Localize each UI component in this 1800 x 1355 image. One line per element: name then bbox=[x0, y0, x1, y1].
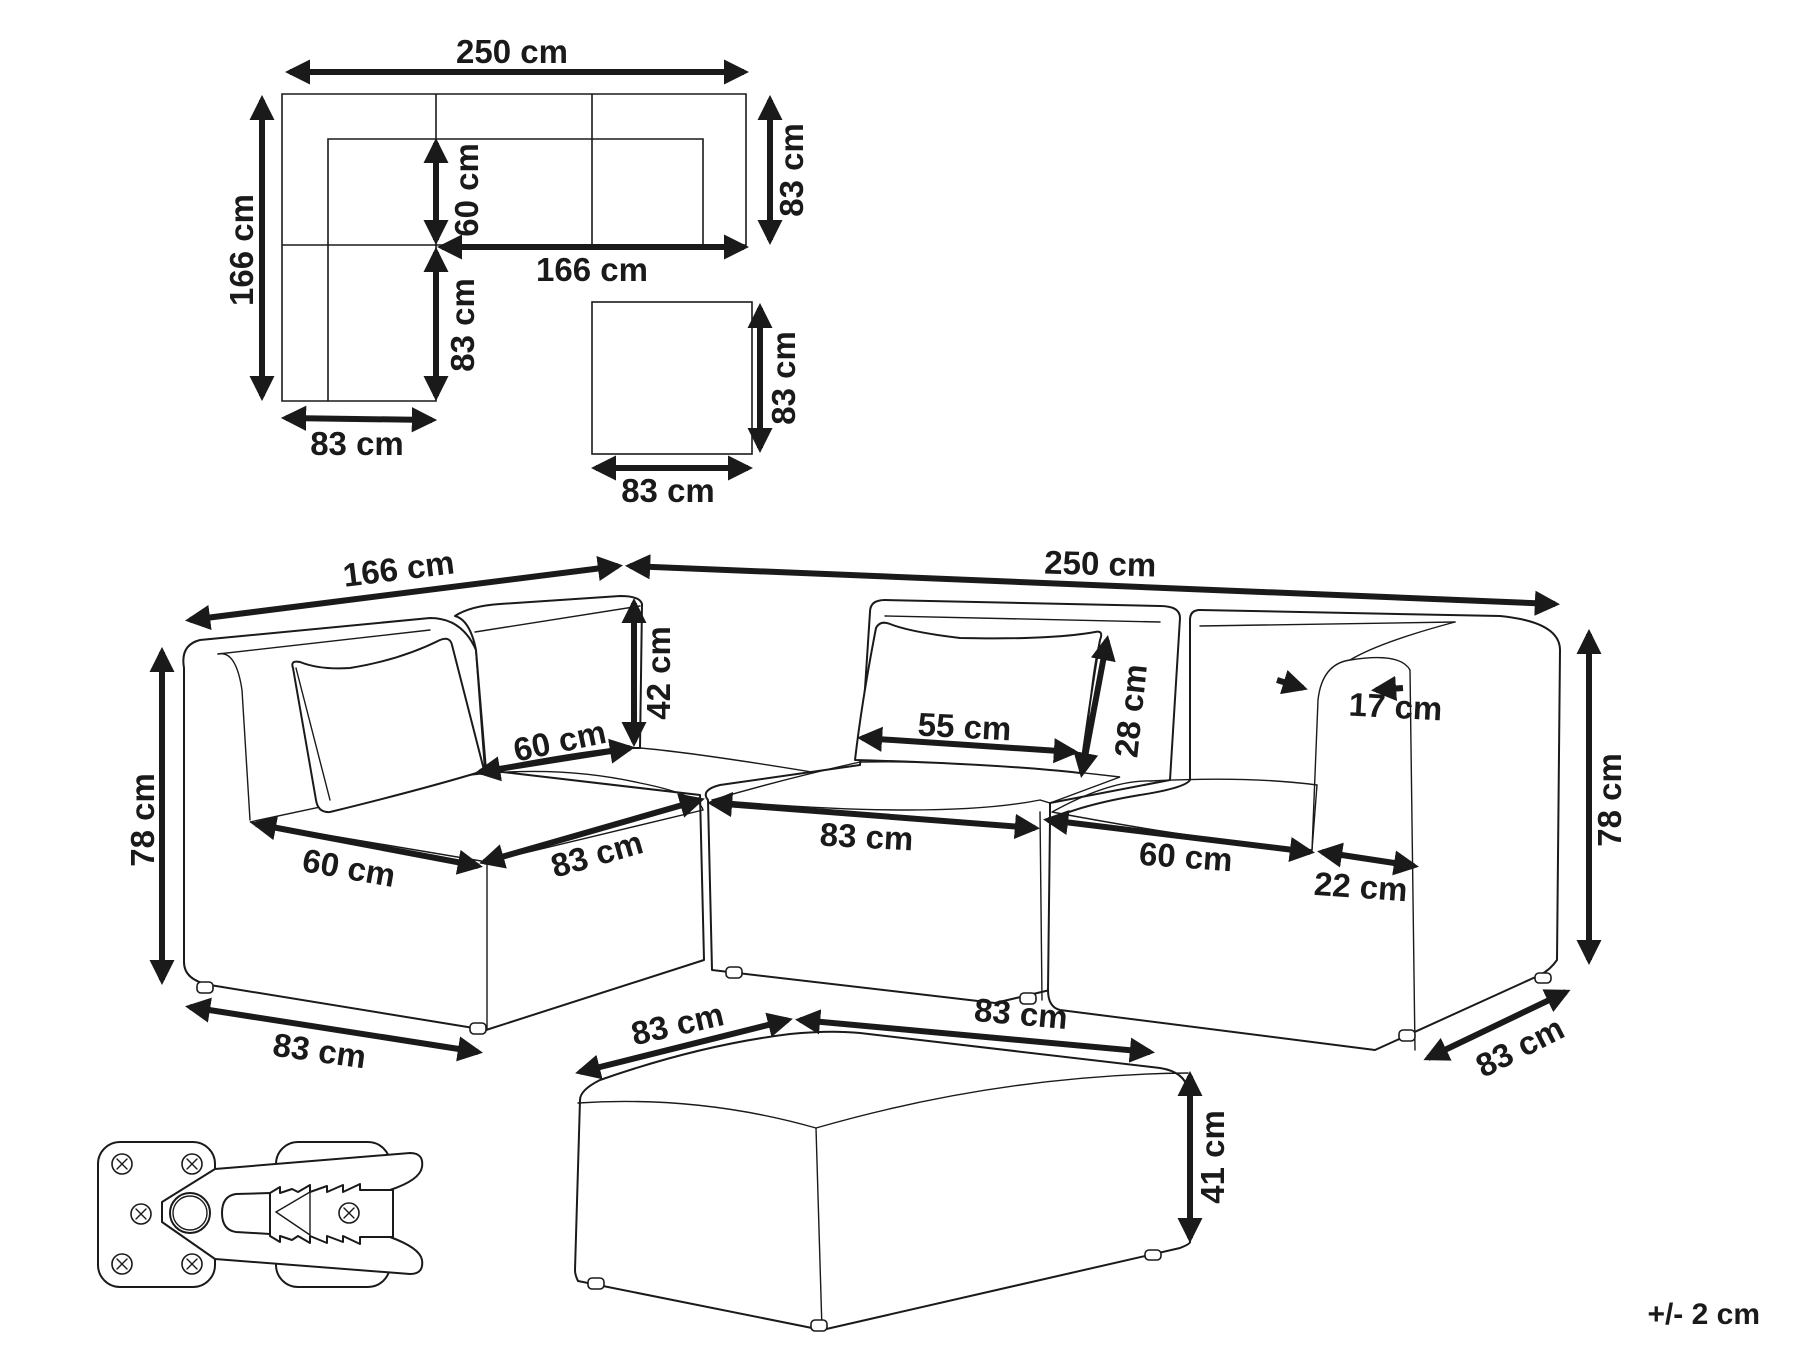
middle-module-width-label: 83 cm bbox=[819, 816, 914, 858]
plan-bottom-width-label: 83 cm bbox=[310, 425, 404, 462]
ottoman-right-width-label: 83 cm bbox=[973, 991, 1069, 1036]
connector-clip-detail bbox=[97, 1141, 424, 1288]
back-length-label: 250 cm bbox=[1044, 544, 1157, 584]
plan-ottoman-depth-label: 83 cm bbox=[765, 331, 802, 425]
tolerance-note: +/- 2 cm bbox=[1647, 1298, 1760, 1331]
armrest-width-label: 22 cm bbox=[1313, 865, 1409, 908]
perspective-ottoman bbox=[574, 1030, 1191, 1332]
plan-width-label: 250 cm bbox=[456, 33, 568, 70]
plan-right-depth-label: 83 cm bbox=[773, 123, 810, 217]
front-right-depth-label: 83 cm bbox=[1470, 1009, 1570, 1084]
right-seat-width-label: 60 cm bbox=[1138, 835, 1234, 878]
plan-dimensions: 250 cm 166 cm 83 cm 60 cm 166 cm 83 cm 8… bbox=[223, 33, 810, 509]
plan-view-sofa bbox=[281, 93, 747, 402]
plan-long-side-label: 166 cm bbox=[536, 251, 648, 288]
plan-depth-label: 166 cm bbox=[223, 194, 260, 306]
left-height-label: 78 cm bbox=[124, 773, 161, 867]
ottoman-height-label: 41 cm bbox=[1194, 1110, 1231, 1204]
right-height-label: 78 cm bbox=[1591, 753, 1628, 847]
plan-view-ottoman bbox=[591, 301, 753, 455]
plan-ottoman-width-label: 83 cm bbox=[621, 472, 715, 509]
backrest-height-label: 42 cm bbox=[640, 626, 677, 720]
pillow-width-label: 55 cm bbox=[917, 706, 1012, 748]
armrest-top-width-label: 17 cm bbox=[1348, 686, 1443, 728]
screw-icon bbox=[111, 1153, 360, 1275]
plan-seat-depth-label: 60 cm bbox=[448, 143, 485, 237]
plan-chaise-label: 83 cm bbox=[444, 278, 481, 372]
ottoman-left-depth-label: 83 cm bbox=[628, 995, 728, 1052]
